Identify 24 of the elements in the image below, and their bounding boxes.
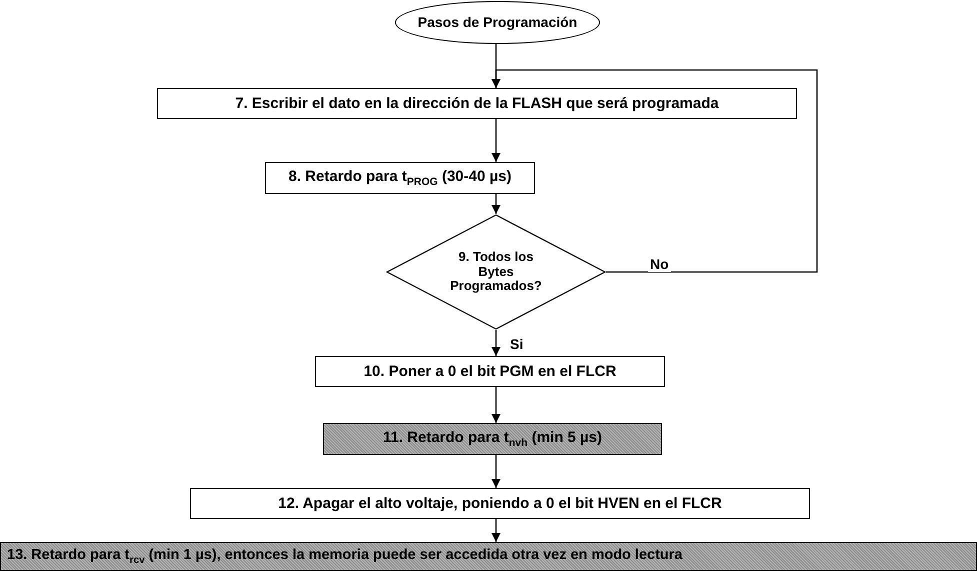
node-text: 9. Todos los Bytes Programados? [449,250,543,294]
node-text: Pasos de Programación [418,14,578,31]
arrow [491,119,501,162]
edge-label: Si [508,336,526,352]
edge-label: No [648,256,671,272]
shaded-process-box [0,542,977,571]
arrow [491,194,501,214]
node-text: 13. Retardo para t$_{rcv}$ (min 1 µs), entonces la memoria puede ser accedida otra vez en modo lectura [7,546,682,566]
arrow [491,455,501,488]
arrow [491,387,501,423]
node-text: 7. Escribir el dato en la dirección de la FLASH que será programada [235,94,719,112]
arrow [491,330,501,356]
arrow [491,519,501,542]
process-box [157,88,797,119]
arrow [491,69,818,273]
node-text: 8. Retardo para t$_{PROG}$ (30-40 µs) [288,168,512,188]
node-text: 12. Apagar el alto voltaje, poniendo a 0 el bit HVEN en el FLCR [278,494,722,512]
node-text: 11. Retardo para t$_{nvh}$ (min 5 µs) [382,428,602,450]
node-text: 10. Poner a 0 el bit PGM en el FLCR [364,362,616,380]
process-box [190,488,810,519]
process-box [315,356,665,387]
shaded-process-box [323,423,662,455]
decision-diamond [386,214,606,330]
process-box [265,162,535,194]
